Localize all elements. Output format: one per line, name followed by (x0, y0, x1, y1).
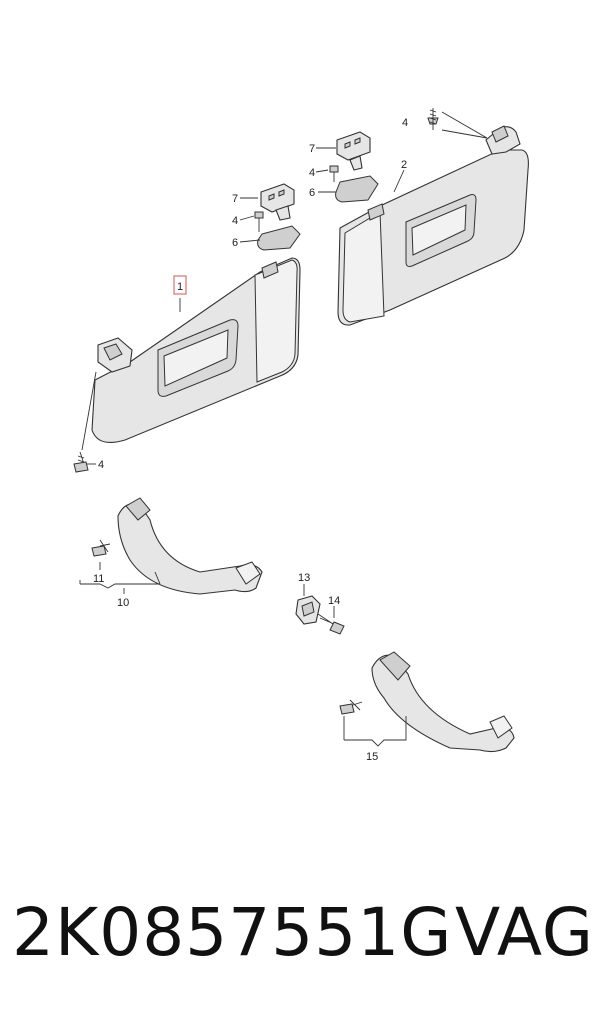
callout-6-lower: 6 (232, 237, 238, 249)
sun-visor-left (91, 257, 301, 443)
footer: 2K0857551G VAG (0, 888, 600, 978)
screw-4-top-right (427, 108, 488, 139)
callout-4-top-right: 4 (402, 117, 408, 129)
callout-15: 15 (366, 751, 378, 763)
callout-1-highlight (173, 275, 187, 295)
callout-1: 1 (177, 281, 183, 293)
leader-lines (79, 147, 407, 747)
callout-11: 11 (93, 573, 104, 585)
parts-diagram: 1 2 4 7 4 6 7 4 6 4 11 10 13 14 15 (73, 108, 529, 763)
callout-2: 2 (401, 159, 407, 171)
part-number: 2K0857551G (12, 894, 453, 971)
callout-13: 13 (298, 572, 310, 584)
callout-10: 10 (117, 597, 129, 609)
callout-6-upper: 6 (309, 187, 315, 199)
sun-visor-right (337, 125, 529, 326)
clip-13 (295, 595, 321, 625)
grab-handle-lower (339, 651, 515, 753)
brand-label: VAG (455, 894, 595, 971)
callout-4-lower: 4 (232, 215, 238, 227)
callout-7-lower: 7 (232, 193, 238, 205)
grab-handle-upper (91, 497, 263, 595)
screw-4-bottom-left (73, 371, 97, 473)
callout-14: 14 (328, 595, 340, 607)
callout-4-bottom-left: 4 (98, 459, 104, 471)
callout-4-upper: 4 (309, 167, 315, 179)
clip-group-upper (329, 131, 379, 203)
callout-7-upper: 7 (309, 143, 315, 155)
clip-group-lower (254, 183, 301, 251)
screw-14 (317, 613, 345, 635)
